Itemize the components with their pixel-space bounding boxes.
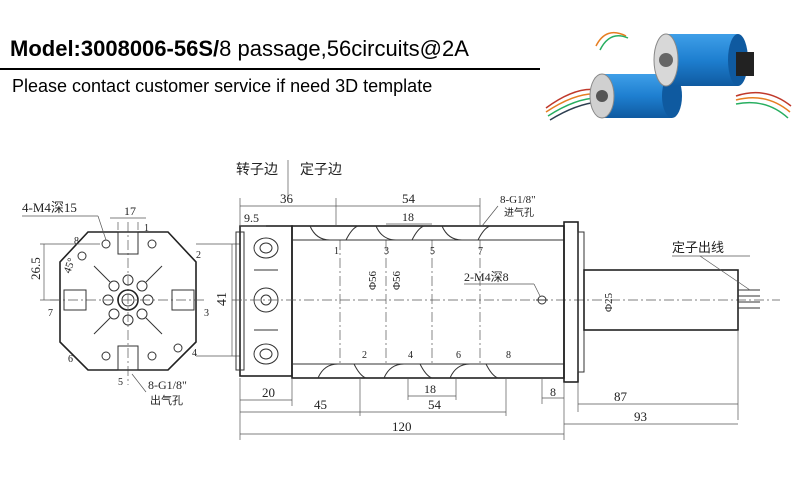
front-outlet-label-2: 出气孔 <box>150 393 183 407</box>
side-inlet-label-1: 8-G1/8" <box>500 194 536 206</box>
side-port-5: 5 <box>430 246 435 257</box>
side-port-7: 7 <box>478 246 483 257</box>
side-m4-label: 2-M4深8 <box>464 270 509 284</box>
side-dim-8: 8 <box>550 385 556 399</box>
subtitle: Please contact customer service if need … <box>12 76 433 96</box>
front-view: 17 4-M4深15 26.5 45° 41 8-G1/8" 出气孔 8 1 2… <box>22 200 240 407</box>
side-dim-54-top: 54 <box>402 191 416 206</box>
side-phi25: Φ25 <box>603 292 615 312</box>
side-dim-120: 120 <box>392 419 412 434</box>
title-underline <box>0 68 540 70</box>
front-port-3: 3 <box>204 308 209 319</box>
stator-side-label: 定子边 <box>300 162 342 178</box>
model-title: Model:3008006-56S/8 passage,56circuits@2… <box>10 36 469 62</box>
side-port-6: 6 <box>456 350 461 361</box>
side-dim-93: 93 <box>634 409 647 424</box>
side-dim-54-bot: 54 <box>428 397 442 412</box>
front-port-4: 4 <box>192 348 197 359</box>
front-port-7: 7 <box>48 308 53 319</box>
front-dim-17: 17 <box>124 204 136 218</box>
side-dim-45: 45 <box>314 397 327 412</box>
front-outlet-label-1: 8-G1/8" <box>148 378 187 392</box>
side-port-1: 1 <box>334 246 339 257</box>
side-dim-9-5: 9.5 <box>244 211 259 225</box>
side-phi56-b: Φ56 <box>391 270 403 290</box>
side-port-4: 4 <box>408 350 413 361</box>
slip-ring-photo-icon <box>545 31 792 121</box>
front-angle: 45° <box>62 256 79 275</box>
front-dim-41: 41 <box>215 292 230 306</box>
front-holes-label: 4-M4深15 <box>22 200 77 215</box>
side-port-2: 2 <box>362 350 367 361</box>
side-port-3: 3 <box>384 246 389 257</box>
front-port-5: 5 <box>118 377 123 388</box>
side-dim-18-bot: 18 <box>424 382 436 396</box>
title-separator: / <box>213 36 220 61</box>
stator-wire-label: 定子出线 <box>672 240 724 255</box>
side-view: 转子边 定子边 <box>232 160 780 440</box>
front-port-8: 8 <box>74 236 79 247</box>
side-inlet-label-2: 进气孔 <box>504 206 534 219</box>
side-dim-36: 36 <box>280 191 294 206</box>
photo-ring-back <box>653 33 754 87</box>
model-number: Model:3008006-56S <box>10 36 213 61</box>
technical-drawing: 17 4-M4深15 26.5 45° 41 8-G1/8" 出气孔 8 1 2… <box>22 160 780 440</box>
front-port-1: 1 <box>144 223 149 234</box>
side-port-8: 8 <box>506 350 511 361</box>
model-spec: 8 passage,56circuits@2A <box>219 36 469 61</box>
front-port-6: 6 <box>68 354 73 365</box>
front-port-2: 2 <box>196 250 201 261</box>
side-phi56-a: Φ56 <box>367 270 379 290</box>
rotor-side-label: 转子边 <box>236 162 278 178</box>
side-dim-18-top: 18 <box>402 210 414 224</box>
side-dim-87: 87 <box>614 389 628 404</box>
side-dim-20: 20 <box>262 385 275 400</box>
front-dim-26-5: 26.5 <box>28 257 43 280</box>
